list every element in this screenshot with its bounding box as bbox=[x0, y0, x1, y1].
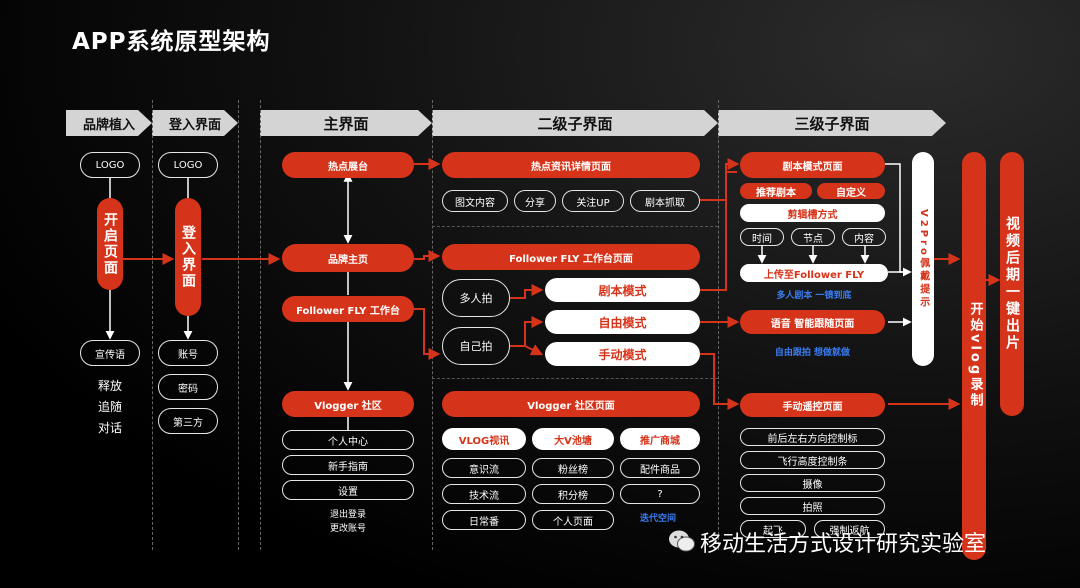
account-field[interactable]: 账号 bbox=[158, 340, 218, 366]
column-divider bbox=[432, 100, 433, 550]
manual-mode-node[interactable]: 手动模式 bbox=[545, 342, 700, 366]
brand-note: 对话 bbox=[97, 421, 122, 435]
grid-item[interactable]: 配件商品 bbox=[620, 458, 700, 478]
hot-showcase-node[interactable]: 热点展台 bbox=[282, 152, 414, 178]
control-item[interactable]: 飞行高度控制条 bbox=[740, 451, 885, 469]
grid-item[interactable]: 粉丝榜 bbox=[532, 458, 614, 478]
brand-note: 追随 bbox=[97, 400, 122, 414]
hot-item[interactable]: 剧本抓取 bbox=[630, 190, 700, 212]
column-divider bbox=[152, 100, 153, 550]
grid-item[interactable]: ? bbox=[620, 484, 700, 504]
vlogger-community-node[interactable]: Vlogger 社区 bbox=[282, 391, 414, 417]
hot-detail-page-node[interactable]: 热点资讯详情页面 bbox=[442, 152, 700, 178]
brand-note: 释放 bbox=[97, 379, 122, 393]
brand-home-node[interactable]: 品牌主页 bbox=[282, 244, 414, 272]
script-mode-node[interactable]: 剧本模式 bbox=[545, 278, 700, 302]
multi-script-note: 多人剧本 一镜到底 bbox=[776, 291, 852, 301]
control-item[interactable]: 拍照 bbox=[740, 497, 885, 515]
mall-tab[interactable]: 推广商城 bbox=[620, 428, 700, 450]
free-follow-note: 自由跟拍 想做就做 bbox=[774, 348, 851, 358]
control-item[interactable]: 摄像 bbox=[740, 474, 885, 492]
header-second: 二级子界面 bbox=[432, 110, 718, 136]
start-vlog-label: 开始vlog录制 bbox=[967, 302, 983, 410]
edit-item[interactable]: 时间 bbox=[740, 228, 784, 246]
column-divider bbox=[718, 100, 719, 550]
header-main: 主界面 bbox=[260, 110, 432, 136]
edit-item[interactable]: 节点 bbox=[791, 228, 835, 246]
voice-follow-page-node[interactable]: 语音 智能跟随页面 bbox=[740, 310, 885, 334]
header-third: 三级子界面 bbox=[718, 110, 946, 136]
login-logo: LOGO bbox=[158, 152, 218, 178]
watermark-text: 移动生活方式设计研究实验室 bbox=[700, 532, 987, 557]
follower-workbench-node[interactable]: Follower FLY 工作台 bbox=[282, 296, 414, 322]
edit-item[interactable]: 内容 bbox=[842, 228, 886, 246]
grid-item[interactable]: 个人页面 bbox=[532, 510, 614, 530]
password-field[interactable]: 密码 bbox=[158, 374, 218, 400]
self-shoot-node[interactable]: 自己拍 bbox=[442, 327, 510, 365]
iteration-space-note: 迭代空间 bbox=[640, 514, 677, 524]
grid-item[interactable]: 技术流 bbox=[442, 484, 526, 504]
column-divider bbox=[260, 100, 261, 550]
control-item[interactable]: 前后左右方向控制标 bbox=[740, 428, 885, 446]
change-account-note: 更改账号 bbox=[329, 524, 366, 535]
hot-item[interactable]: 关注UP bbox=[562, 190, 624, 212]
section-divider bbox=[432, 378, 718, 379]
section-divider bbox=[432, 226, 718, 227]
bigv-tab[interactable]: 大V池塘 bbox=[532, 428, 614, 450]
header-brand: 品牌植入 bbox=[66, 110, 152, 136]
workbench-page-node[interactable]: Follower FLY 工作台页面 bbox=[442, 244, 700, 270]
login-page-label: 登入界面 bbox=[180, 225, 197, 289]
logout-note: 退出登录 bbox=[329, 510, 366, 520]
free-mode-node[interactable]: 自由模式 bbox=[545, 310, 700, 334]
multi-shoot-node[interactable]: 多人拍 bbox=[442, 279, 510, 317]
brand-notes: 释放 追随 对话 bbox=[80, 376, 140, 439]
grid-item[interactable]: 日常番 bbox=[442, 510, 526, 530]
open-page-label: 开启页面 bbox=[102, 212, 119, 276]
header-login: 登入界面 bbox=[152, 110, 238, 136]
settings-item[interactable]: 设置 bbox=[282, 480, 414, 500]
third-party-login-button[interactable]: 第三方 bbox=[158, 408, 218, 434]
slogan-node: 宣传语 bbox=[80, 340, 140, 366]
vlog-tab[interactable]: VLOG视讯 bbox=[442, 428, 526, 450]
custom-script-item[interactable]: 自定义 bbox=[817, 183, 885, 199]
open-page-node[interactable]: 开启页面 bbox=[97, 198, 123, 290]
vlogger-page-node[interactable]: Vlogger 社区页面 bbox=[442, 391, 700, 417]
brand-logo: LOGO bbox=[80, 152, 140, 178]
wechat-icon bbox=[668, 528, 696, 554]
login-page-node[interactable]: 登入界面 bbox=[175, 198, 201, 316]
column-divider bbox=[238, 100, 239, 550]
post-production-label: 视频后期一键出片 bbox=[1004, 216, 1021, 352]
recommend-script-item[interactable]: 推荐剧本 bbox=[740, 183, 812, 199]
upload-item[interactable]: 上传至Follower FLY bbox=[740, 264, 888, 282]
grid-item[interactable]: 积分榜 bbox=[532, 484, 614, 504]
post-production-node[interactable]: 视频后期一键出片 bbox=[1000, 152, 1024, 416]
script-page-node[interactable]: 剧本模式页面 bbox=[740, 152, 885, 178]
hot-item[interactable]: 图文内容 bbox=[442, 190, 508, 212]
v2pro-hint-label: V2Pro佩戴提示 bbox=[917, 208, 929, 310]
personal-center-item[interactable]: 个人中心 bbox=[282, 430, 414, 450]
start-vlog-recording-node[interactable]: 开始vlog录制 bbox=[962, 152, 986, 560]
manual-control-page-node[interactable]: 手动遥控页面 bbox=[740, 393, 885, 417]
guide-item[interactable]: 新手指南 bbox=[282, 455, 414, 475]
grid-item[interactable]: 意识流 bbox=[442, 458, 526, 478]
control-item[interactable]: 起飞 bbox=[740, 520, 806, 538]
control-item[interactable]: 强制返航 bbox=[814, 520, 885, 538]
edit-method-item[interactable]: 剪辑槽方式 bbox=[740, 204, 885, 222]
hot-item[interactable]: 分享 bbox=[514, 190, 556, 212]
v2pro-hint-node[interactable]: V2Pro佩戴提示 bbox=[912, 152, 934, 366]
page-title: APP系统原型架构 bbox=[72, 29, 271, 55]
logout-notes: 退出登录 更改账号 bbox=[310, 508, 386, 537]
